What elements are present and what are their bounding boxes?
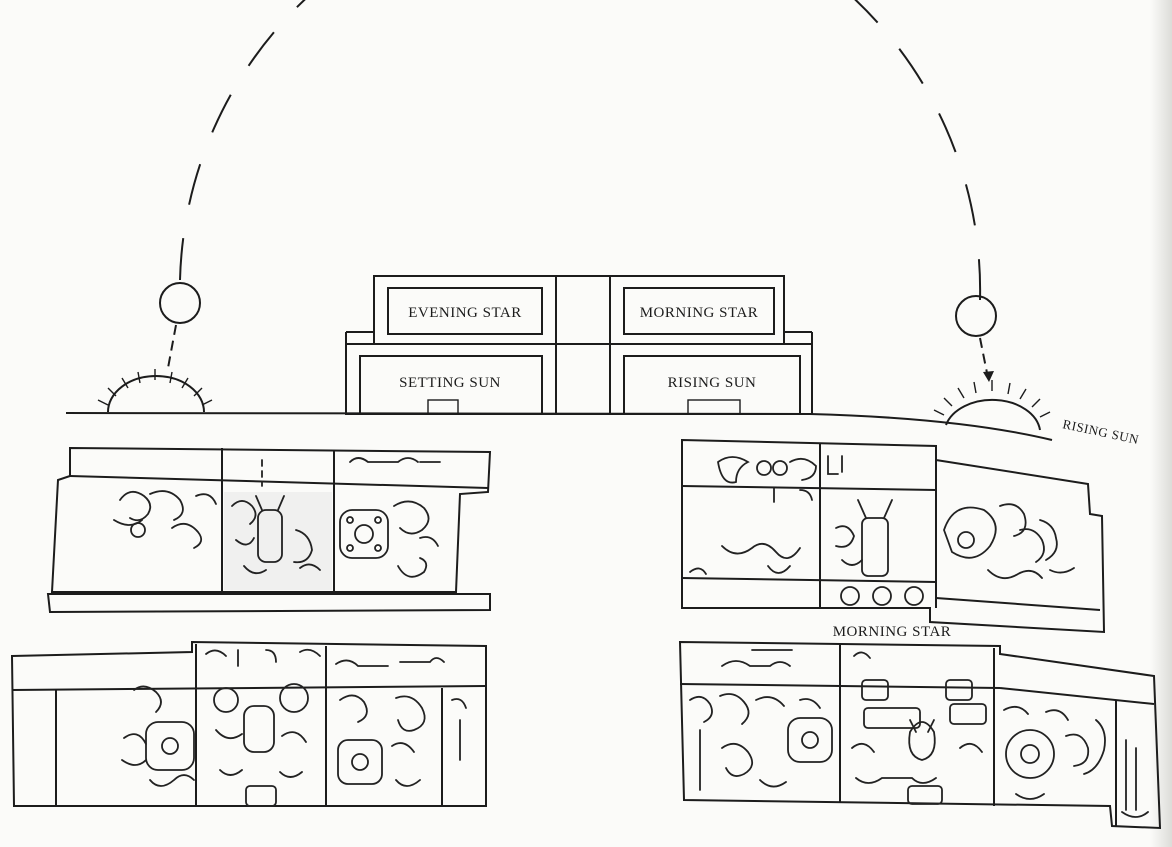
page-edge-shadow (1150, 0, 1172, 847)
morning-star-frieze-label: MORNING STAR (833, 624, 952, 640)
rising-sun-label: RISING SUN (668, 375, 757, 391)
rising-sun-sky-icon (955, 295, 997, 337)
frieze-lower-right (678, 640, 1162, 830)
setting-sun-horizon-icon (97, 369, 213, 413)
evening-star-box (387, 287, 543, 335)
rising-sun-arrowhead (983, 371, 994, 382)
horizon-line (65, 412, 1053, 441)
morning-star-label: MORNING STAR (640, 305, 759, 321)
sun-path-arc (179, 0, 982, 301)
frieze-lower-left (10, 640, 487, 807)
evening-star-label: EVENING STAR (408, 305, 522, 321)
rising-sun-horizon-label: RISING SUN (1061, 416, 1140, 447)
setting-sun-trail (167, 324, 177, 369)
rising-sun-horizon-icon (933, 380, 1051, 431)
setting-sun-label: SETTING SUN (399, 375, 501, 391)
central-temple (345, 275, 813, 415)
frieze-upper-right (681, 438, 1106, 634)
morning-star-box (623, 287, 775, 335)
frieze-upper-left (46, 446, 492, 614)
setting-sun-sky-icon (159, 282, 201, 324)
rising-sun-trail (979, 337, 989, 379)
